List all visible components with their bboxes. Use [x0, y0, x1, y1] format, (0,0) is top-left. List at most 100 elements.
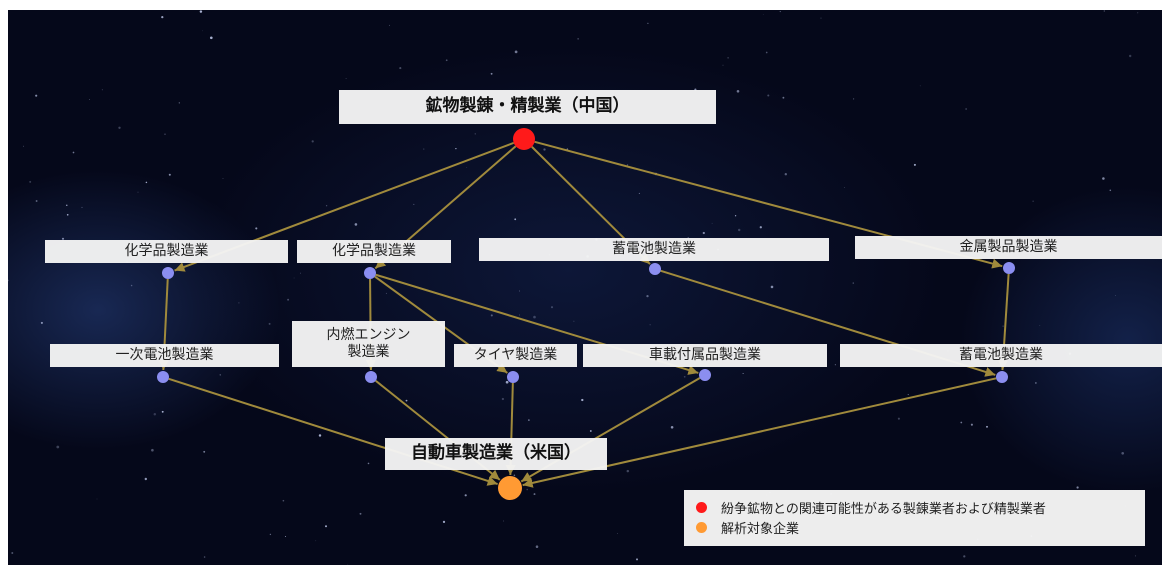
node-label-battery1: 蓄電池製造業 — [479, 238, 829, 261]
node-label-refining: 鉱物製錬・精製業（中国） — [339, 90, 716, 124]
node-engine[interactable] — [365, 371, 377, 383]
star — [779, 11, 781, 13]
star — [29, 180, 32, 183]
node-label-chem1: 化学品製造業 — [45, 240, 288, 263]
star — [1114, 295, 1116, 296]
star — [782, 96, 785, 99]
star — [1076, 486, 1079, 489]
star — [970, 423, 973, 426]
legend-label-source: 紛争鉱物との関連可能性がある製錬業者および精製業者 — [721, 501, 1046, 517]
star — [455, 147, 457, 150]
star — [89, 99, 90, 100]
star — [636, 558, 638, 561]
star — [399, 67, 402, 70]
node-refining[interactable] — [513, 128, 535, 150]
star — [35, 200, 38, 202]
star — [573, 320, 575, 322]
star — [647, 22, 649, 25]
star — [178, 102, 180, 104]
star — [844, 187, 845, 188]
star — [203, 556, 206, 558]
star — [1137, 12, 1139, 14]
star — [1128, 54, 1132, 58]
node-label-tire: タイヤ製造業 — [454, 344, 577, 367]
star — [161, 410, 164, 413]
star — [203, 450, 206, 453]
star — [442, 520, 446, 524]
star — [490, 314, 493, 317]
star — [683, 375, 686, 378]
star — [405, 399, 408, 402]
node-auto[interactable] — [498, 476, 522, 500]
star — [118, 126, 121, 129]
node-battery2[interactable] — [996, 371, 1008, 383]
node-primary[interactable] — [157, 371, 169, 383]
star — [161, 15, 164, 19]
node-battery1[interactable] — [649, 263, 661, 275]
star — [853, 98, 855, 100]
node-chem1[interactable] — [162, 267, 174, 279]
node-chem2[interactable] — [364, 267, 376, 279]
node-metal[interactable] — [1003, 262, 1015, 274]
star — [1121, 451, 1125, 455]
star — [670, 426, 674, 429]
star — [137, 191, 139, 193]
star — [354, 223, 358, 226]
star — [543, 148, 546, 151]
node-parts[interactable] — [699, 369, 711, 381]
star — [315, 540, 317, 542]
star — [284, 535, 287, 538]
star — [702, 231, 705, 235]
star — [581, 398, 584, 402]
star — [638, 192, 640, 194]
star — [72, 151, 75, 154]
star — [646, 294, 649, 298]
legend-item-target: 解析対象企業 — [696, 517, 1133, 537]
star — [528, 419, 530, 421]
legend: 紛争鉱物との関連可能性がある製錬業者および精製業者 解析対象企業 — [684, 490, 1145, 546]
star — [514, 218, 517, 221]
star — [474, 133, 477, 135]
star — [423, 148, 425, 150]
star — [101, 89, 103, 91]
star — [1035, 382, 1037, 384]
legend-label-target: 解析対象企業 — [721, 521, 800, 537]
star — [287, 298, 290, 301]
star — [145, 181, 148, 184]
node-tire[interactable] — [507, 371, 519, 383]
star — [913, 163, 916, 166]
star — [325, 205, 328, 207]
star — [282, 499, 285, 502]
star — [722, 64, 724, 66]
star — [445, 59, 448, 62]
star — [238, 302, 240, 304]
star — [1109, 189, 1112, 192]
star — [269, 533, 272, 536]
star — [533, 315, 536, 319]
star — [56, 445, 60, 449]
star — [151, 448, 154, 452]
star — [734, 215, 737, 217]
star — [202, 30, 203, 32]
star — [359, 512, 362, 515]
star — [820, 17, 822, 19]
star — [347, 563, 349, 565]
star — [209, 36, 213, 40]
star — [711, 222, 713, 224]
star — [464, 494, 467, 497]
star — [268, 322, 271, 325]
star — [649, 324, 651, 326]
star — [144, 477, 147, 481]
star — [897, 417, 900, 420]
star — [518, 314, 520, 316]
star — [389, 24, 390, 26]
star — [466, 167, 468, 168]
orange-dot-icon — [696, 521, 707, 533]
star — [626, 164, 629, 166]
star — [8, 279, 9, 282]
star — [960, 421, 963, 424]
legend-item-source: 紛争鉱物との関連可能性がある製錬業者および精製業者 — [696, 497, 1133, 517]
star — [1102, 177, 1105, 180]
star — [325, 525, 327, 528]
diagram-canvas: 鉱物製錬・精製業（中国） 化学品製造業 化学品製造業 蓄電池製造業 金属製品製造… — [8, 10, 1162, 565]
